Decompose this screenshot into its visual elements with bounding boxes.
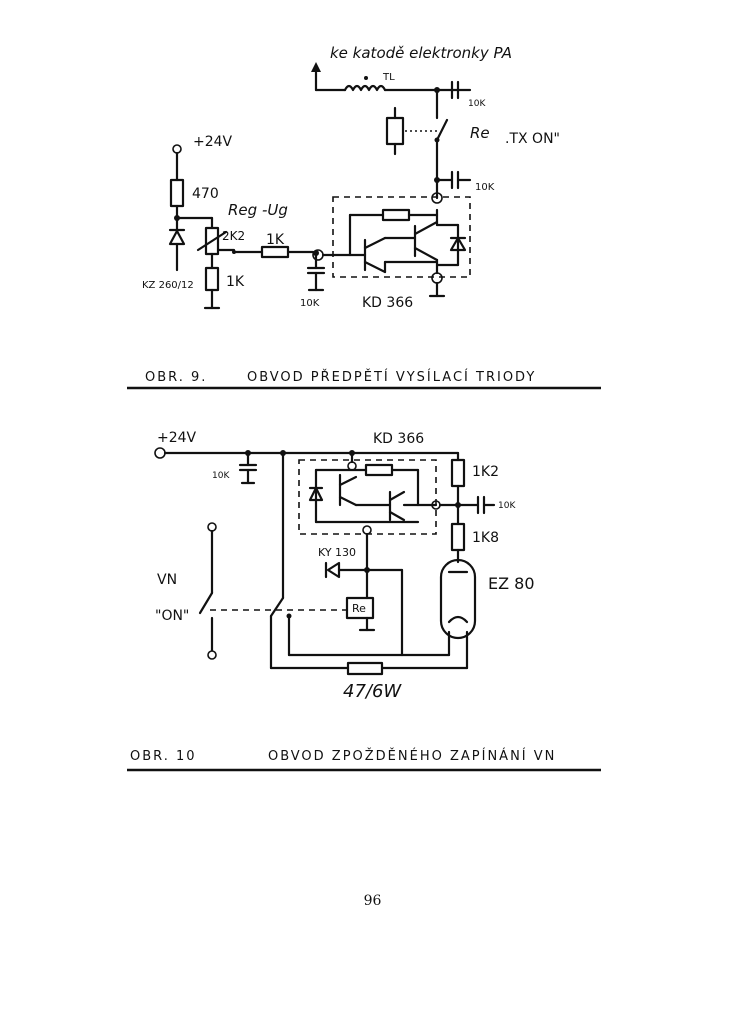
resistor-1k-shunt: [204, 266, 220, 292]
relay-coil: [385, 116, 405, 146]
kd-terminal-top: [347, 461, 357, 471]
kd-diode: [308, 486, 324, 502]
vn-terminal-top: [207, 522, 217, 532]
internal-resistor: [381, 208, 411, 222]
relay-label: Re: [470, 124, 490, 142]
cap-10k-right-label: 10K: [498, 501, 516, 511]
figure-10: +24V KD 366 10K: [127, 430, 601, 772]
terminal-emitter: [431, 272, 443, 284]
pot-label: Reg -Ug: [228, 201, 288, 219]
cap-mid-label: 10K: [475, 182, 495, 193]
contact-dot: [434, 137, 440, 143]
on-label: "ON": [155, 608, 189, 624]
resistor-1k8: [450, 522, 466, 552]
resistor-1k-series-label: 1K: [266, 232, 285, 248]
choke-tl: [343, 84, 387, 92]
figure-9: ke katodě elektronky PA TL 10K Re .TX ON…: [127, 44, 601, 390]
kd-terminal-bottom: [362, 525, 372, 535]
relay-coil-10: [345, 596, 375, 620]
supply-terminal: [172, 144, 182, 154]
cathode-label: ke katodě elektronky PA: [330, 44, 512, 62]
kd366-label: KD 366: [362, 295, 413, 311]
fig10-caption-number: OBR. 10: [130, 749, 197, 764]
supply-label: +24V: [193, 134, 233, 150]
terminal-collector: [431, 192, 443, 204]
resistor-470-label: 470: [192, 186, 219, 202]
resistor-47-6w: [346, 661, 384, 676]
tube-cathode: [447, 615, 469, 624]
tube-ez80: [439, 558, 477, 640]
choke-dot: [364, 76, 368, 80]
capacitor-mid: [450, 170, 472, 190]
kd-internal-resistor: [364, 463, 394, 477]
resistor-47-6w-label: 47/6W: [343, 681, 402, 702]
internal-diode: [449, 236, 467, 252]
kd366-label-10: KD 366: [373, 431, 424, 447]
relay-label-10: Re: [352, 602, 366, 615]
fig9-caption-number: OBR. 9.: [145, 370, 207, 385]
fig10-caption-text: OBVOD ZPOŽDĚNÉHO ZAPÍNÁNÍ VN: [268, 748, 556, 764]
resistor-1k2-label: 1K2: [472, 464, 499, 480]
relay-contact-10: [269, 596, 285, 618]
resistor-1k-shunt-label: 1K: [226, 274, 245, 290]
supply-label-10: +24V: [157, 430, 197, 446]
cathode-arrow: [311, 62, 347, 92]
vn-switch: [198, 591, 214, 615]
vn-terminal-bottom: [207, 650, 217, 660]
txon-label: .TX ON": [505, 131, 560, 147]
resistor-470: [169, 178, 185, 208]
page-number: 96: [363, 893, 382, 909]
cap-top-label: 10K: [468, 99, 486, 109]
zener-label: KZ 260/12: [142, 280, 194, 291]
supply-terminal-10: [154, 447, 166, 459]
relay-contact: [435, 118, 449, 142]
cap-bottom-label: 10K: [300, 298, 320, 309]
cap-10k-label: 10K: [212, 471, 230, 481]
pot-value-label: 2K2: [222, 229, 245, 243]
kd366-box: [332, 196, 471, 278]
vn-label: VN: [157, 572, 177, 588]
diode-ky130-label: KY 130: [318, 546, 356, 559]
zener-diode: [168, 229, 186, 246]
choke-tl-label: TL: [382, 72, 395, 83]
diode-ky130: [326, 561, 341, 579]
resistor-1k8-label: 1K8: [472, 530, 499, 546]
pot-arrow: [196, 230, 228, 252]
tube-label: EZ 80: [488, 574, 535, 593]
resistor-1k-series: [260, 245, 290, 259]
capacitor-top: [450, 80, 472, 100]
fig9-caption-text: OBVOD PŘEDPĚTÍ VYSÍLACÍ TRIODY: [247, 369, 536, 385]
resistor-1k2: [450, 458, 466, 488]
